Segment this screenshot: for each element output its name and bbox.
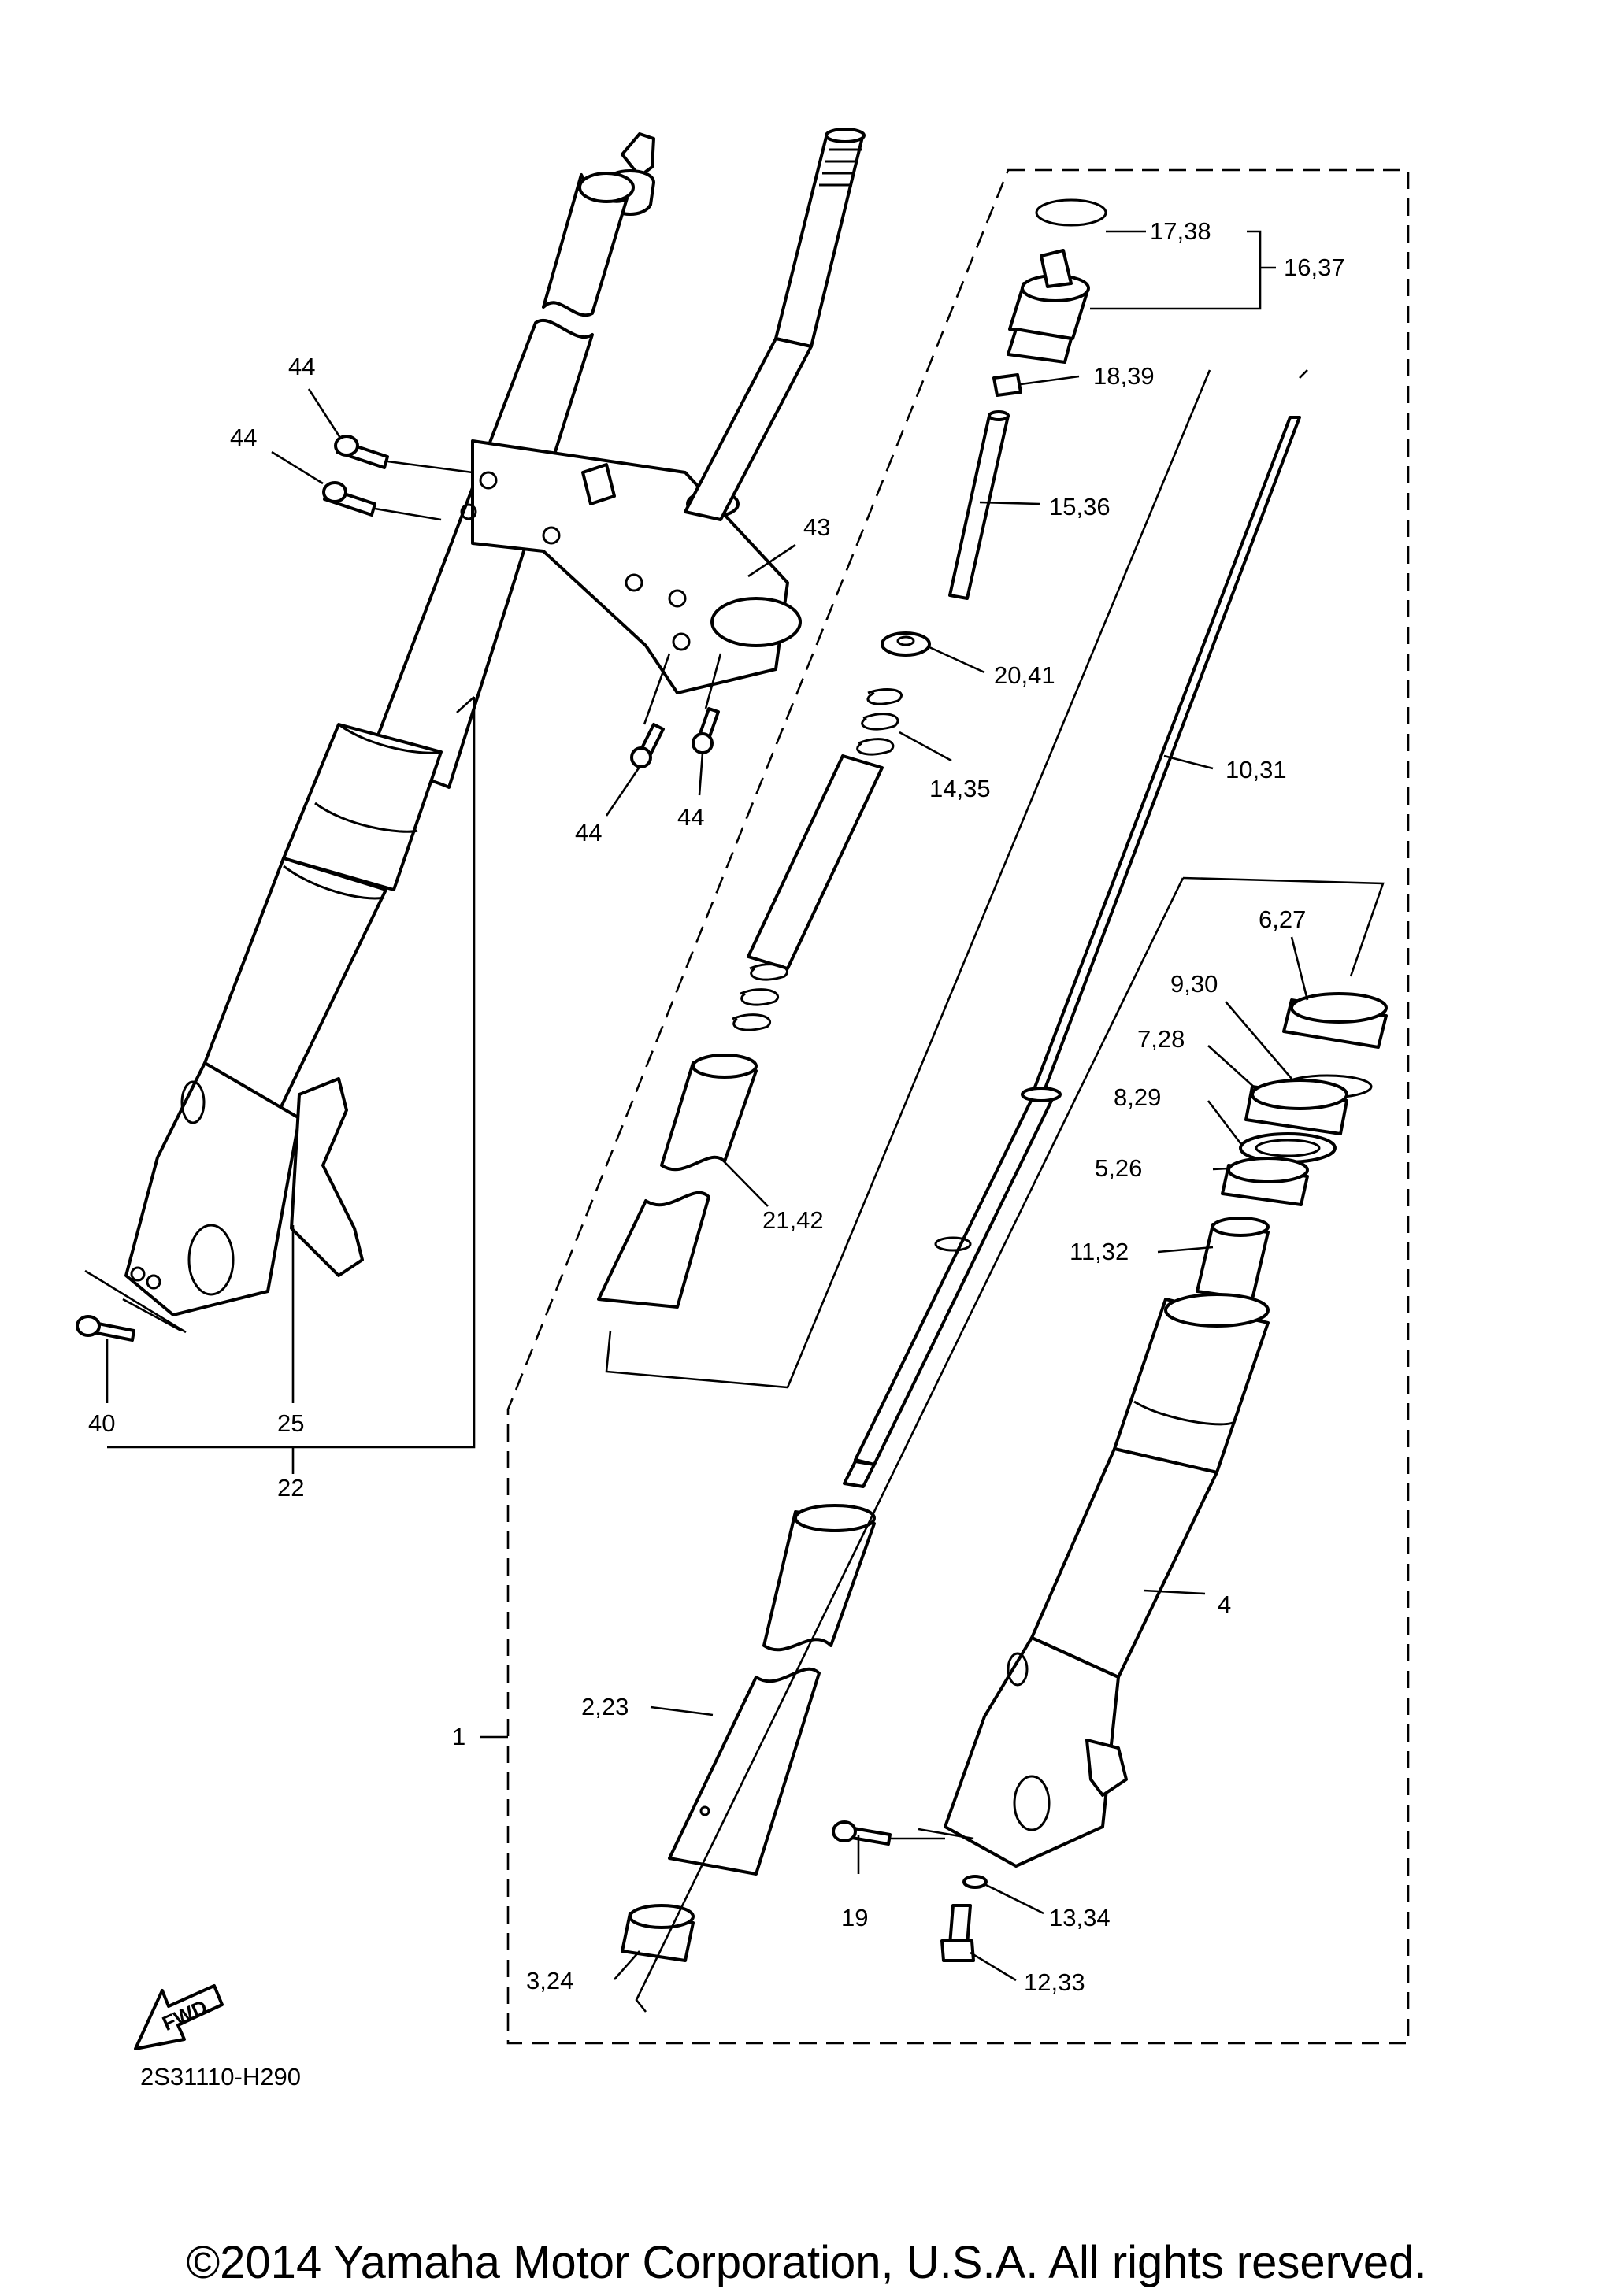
- assembly-boundary: [506, 168, 1410, 2045]
- label-21-42: 21,42: [762, 1206, 824, 1234]
- bolt-44-upper: [322, 435, 389, 517]
- part-labels: 17,38 16,37 18,39 15,36 43 44 44 20,41 1…: [88, 217, 1345, 1996]
- bolt-12: [940, 1904, 975, 1962]
- leader-lines: [84, 230, 1385, 2013]
- bolt-40: [76, 1315, 135, 1342]
- label-16-37: 16,37: [1284, 254, 1345, 281]
- label-44-c: 44: [575, 819, 602, 846]
- steering-stem: [684, 128, 866, 521]
- label-4: 4: [1218, 1591, 1231, 1618]
- label-17-38: 17,38: [1150, 217, 1211, 245]
- nut: [992, 373, 1022, 397]
- label-43: 43: [803, 513, 830, 541]
- label-15-36: 15,36: [1049, 493, 1111, 520]
- label-44-a: 44: [288, 353, 315, 380]
- fork-spring: [732, 687, 903, 1031]
- label-22: 22: [277, 1474, 304, 1502]
- oil-lock-piece: [1196, 1217, 1270, 1301]
- label-18-39: 18,39: [1093, 362, 1155, 390]
- label-14-35: 14,35: [929, 775, 991, 802]
- dust-seal: [1282, 992, 1388, 1049]
- cap-bolt: [1007, 249, 1090, 364]
- label-40: 40: [88, 1409, 115, 1437]
- label-8-29: 8,29: [1114, 1083, 1161, 1111]
- label-44-d: 44: [677, 803, 704, 831]
- bolt-19: [832, 1820, 892, 1846]
- slide-bushing: [621, 1904, 695, 1962]
- label-1: 1: [452, 1723, 465, 1750]
- label-2-23: 2,23: [581, 1693, 629, 1720]
- bolt-44-lower: [630, 707, 720, 768]
- gasket: [962, 1875, 988, 1889]
- o-ring: [1035, 198, 1107, 227]
- label-6-27: 6,27: [1259, 905, 1306, 933]
- copyright-notice: ©2014 Yamaha Motor Corporation, U.S.A. A…: [186, 2237, 1427, 2288]
- label-5-26: 5,26: [1095, 1154, 1142, 1182]
- outer-bushing: [1221, 1157, 1309, 1206]
- fwd-arrow-icon: FWD: [134, 1984, 224, 2050]
- label-19: 19: [841, 1904, 868, 1931]
- spacer-pipe: [597, 1054, 758, 1309]
- label-44-b: 44: [230, 424, 257, 451]
- label-3-24: 3,24: [526, 1967, 573, 1994]
- label-13-34: 13,34: [1049, 1904, 1111, 1931]
- spring-seat: [881, 631, 931, 657]
- oil-seal: [1244, 1079, 1348, 1135]
- label-7-28: 7,28: [1137, 1025, 1185, 1053]
- assembled-fork-leg: [124, 132, 655, 1316]
- label-10-31: 10,31: [1226, 756, 1287, 783]
- label-20-41: 20,41: [994, 661, 1055, 689]
- outer-tube: [944, 1293, 1270, 1868]
- label-9-30: 9,30: [1170, 970, 1218, 998]
- inner-tube: [668, 1504, 876, 1876]
- label-11-32: 11,32: [1070, 1238, 1129, 1265]
- diagram-code: 2S31110-H290: [140, 2063, 301, 2090]
- label-25: 25: [277, 1409, 304, 1437]
- spacer-rod: [948, 410, 1010, 600]
- label-12-33: 12,33: [1024, 1968, 1085, 1996]
